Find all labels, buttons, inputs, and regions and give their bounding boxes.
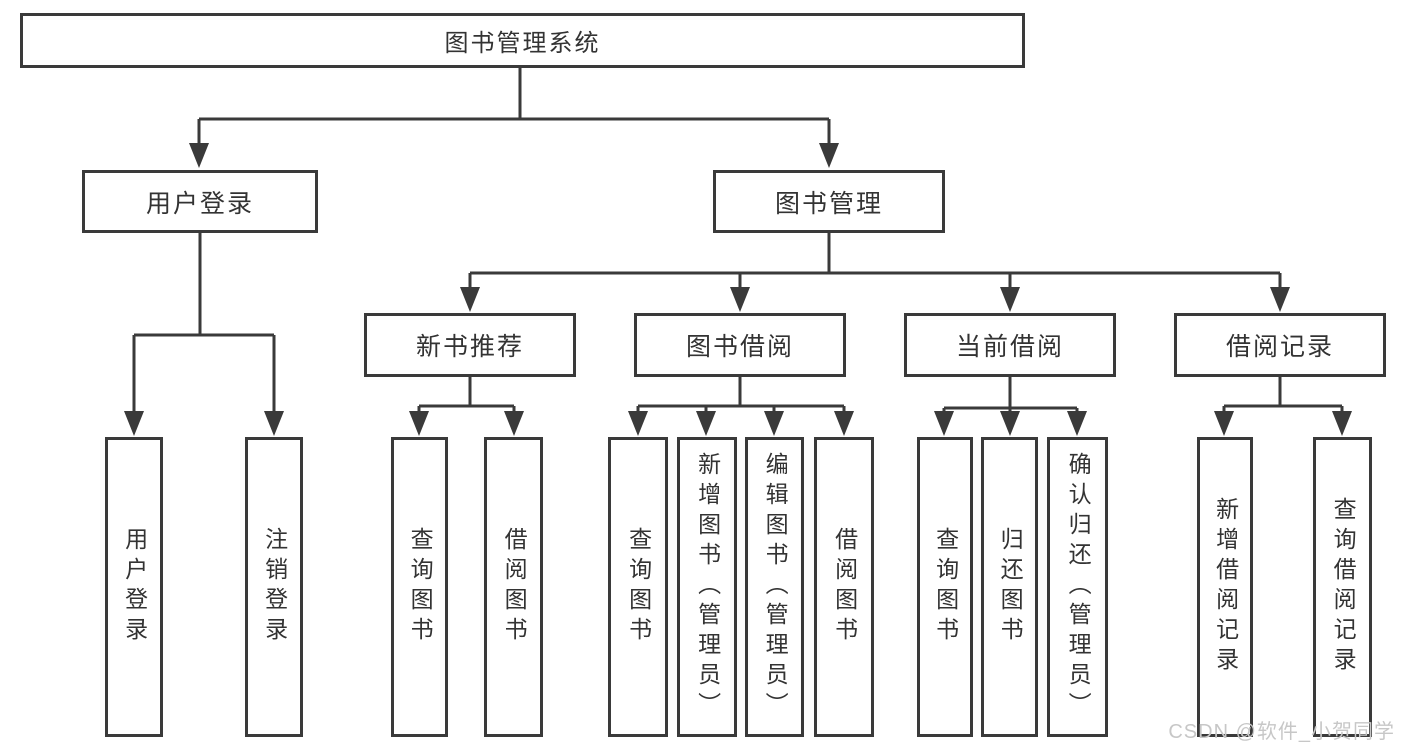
leaf-user-login: 用户登录 (105, 437, 163, 737)
node-borrow-records: 借阅记录 (1174, 313, 1386, 377)
leaf-logout: 注销登录 (245, 437, 303, 737)
leaf-query-books-recommend-label: 查询图书 (407, 527, 434, 647)
leaf-user-login-label: 用户登录 (121, 527, 148, 647)
node-book-borrow: 图书借阅 (634, 313, 846, 377)
leaf-borrow-books-recommend: 借阅图书 (484, 437, 543, 737)
connector-user-login-to-leaves (124, 233, 284, 436)
leaf-query-books-borrow-label: 查询图书 (625, 527, 652, 647)
node-book-mgmt-label: 图书管理 (774, 189, 883, 218)
node-user-login-label: 用户登录 (145, 189, 254, 218)
node-book-mgmt: 图书管理 (713, 170, 945, 233)
leaf-add-borrow-record-label: 新增借阅记录 (1212, 497, 1239, 677)
leaf-add-book-admin-label: 新增图书（管理员） (694, 452, 721, 722)
node-user-login: 用户登录 (82, 170, 318, 233)
leaf-edit-book-admin: 编辑图书（管理员） (745, 437, 804, 737)
leaf-query-books-current-label: 查询图书 (932, 527, 959, 647)
node-new-book-recommend-label: 新书推荐 (415, 333, 524, 361)
connector-root-to-level2 (189, 68, 839, 168)
node-root: 图书管理系统 (20, 13, 1025, 68)
leaf-query-books-recommend: 查询图书 (391, 437, 448, 737)
node-borrow-records-label: 借阅记录 (1225, 333, 1334, 361)
connector-borrow-records-to-leaves (1214, 377, 1352, 436)
connector-book-mgmt-to-level3 (460, 233, 1290, 312)
leaf-add-borrow-record: 新增借阅记录 (1197, 437, 1253, 737)
connector-current-borrow-to-leaves (934, 377, 1087, 436)
leaf-query-borrow-record: 查询借阅记录 (1313, 437, 1372, 737)
leaf-return-book-label: 归还图书 (997, 527, 1024, 647)
leaf-query-borrow-record-label: 查询借阅记录 (1330, 497, 1357, 677)
leaf-edit-book-admin-label: 编辑图书（管理员） (762, 452, 789, 722)
connector-book-borrow-to-leaves (628, 377, 854, 436)
leaf-borrow-books-label: 借阅图书 (831, 527, 858, 647)
leaf-return-book: 归还图书 (981, 437, 1038, 737)
leaf-confirm-return-admin: 确认归还（管理员） (1047, 437, 1108, 737)
node-current-borrow-label: 当前借阅 (955, 333, 1064, 361)
leaf-logout-label: 注销登录 (261, 527, 288, 647)
leaf-query-books-current: 查询图书 (917, 437, 973, 737)
leaf-query-books-borrow: 查询图书 (608, 437, 668, 737)
node-current-borrow: 当前借阅 (904, 313, 1116, 377)
leaf-add-book-admin: 新增图书（管理员） (677, 437, 737, 737)
connector-new-book-to-leaves (409, 377, 524, 436)
node-root-label: 图书管理系统 (444, 30, 601, 57)
leaf-confirm-return-admin-label: 确认归还（管理员） (1065, 452, 1092, 722)
node-book-borrow-label: 图书借阅 (685, 333, 794, 361)
leaf-borrow-books-recommend-label: 借阅图书 (501, 527, 528, 647)
watermark: CSDN @软件_小贺同学 (1168, 721, 1395, 743)
node-new-book-recommend: 新书推荐 (364, 313, 576, 377)
leaf-borrow-books: 借阅图书 (814, 437, 874, 737)
